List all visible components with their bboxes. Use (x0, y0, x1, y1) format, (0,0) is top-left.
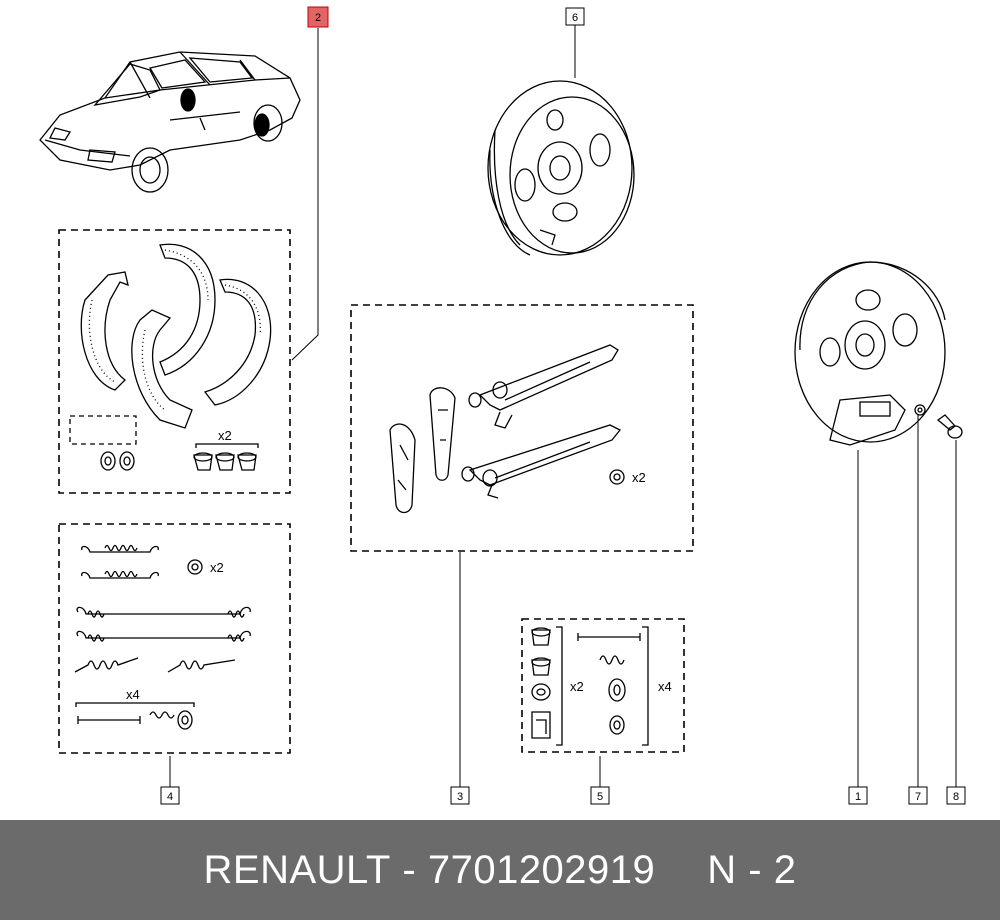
callout-2[interactable]: 2 (315, 12, 321, 24)
callout-box-5 (590, 786, 610, 805)
callout-6[interactable]: 6 (572, 12, 578, 24)
footer-page: N - 2 (707, 847, 797, 892)
leader-lines (169, 24, 957, 788)
callout-3[interactable]: 3 (457, 791, 463, 803)
callout-7[interactable]: 7 (915, 791, 921, 803)
kit5-right-multiplier: x4 (658, 679, 672, 694)
brake-drum-illustration (487, 80, 635, 256)
callout-box-1 (848, 786, 868, 805)
car-illustration (39, 51, 301, 193)
footer-part-number: 7701202919 (427, 847, 656, 892)
brake-shoes-illustration (69, 243, 272, 471)
spring-kit-pins-multiplier: x4 (126, 687, 140, 702)
kit-box-springs (58, 523, 291, 754)
callout-box-4 (160, 786, 180, 805)
small-parts-illustration (531, 626, 649, 746)
kit-box-adjuster (350, 304, 694, 552)
parts-diagram: x2 x2 (39, 6, 966, 805)
callout-boxes (160, 6, 966, 805)
callout-box-6 (565, 7, 585, 26)
callout-box-3 (450, 786, 470, 805)
kit-box-shoes (58, 229, 291, 494)
adjuster-illustration (389, 344, 625, 514)
footer-brand: RENAULT (203, 847, 391, 892)
callout-5[interactable]: 5 (597, 791, 603, 803)
callout-4[interactable]: 4 (167, 791, 173, 803)
callout-1[interactable]: 1 (855, 791, 861, 803)
callout-box-8 (946, 786, 966, 805)
spring-kit-washer-multiplier: x2 (210, 560, 224, 575)
kit5-left-multiplier: x2 (570, 679, 584, 694)
springs-illustration (74, 544, 251, 730)
footer-banner: RENAULT - 7701202919 N - 2 (0, 820, 1000, 920)
footer-separator: - (402, 847, 417, 892)
kit-box-small-parts (521, 618, 685, 753)
callout-labels: 2 6 4 3 5 1 7 8 (167, 12, 959, 803)
backing-plate-illustration (794, 261, 963, 446)
callout-box-2 (307, 6, 329, 28)
adjuster-washer-multiplier: x2 (632, 470, 646, 485)
shoe-kit-caps-multiplier: x2 (218, 428, 232, 443)
callout-8[interactable]: 8 (953, 791, 959, 803)
callout-box-7 (908, 786, 928, 805)
